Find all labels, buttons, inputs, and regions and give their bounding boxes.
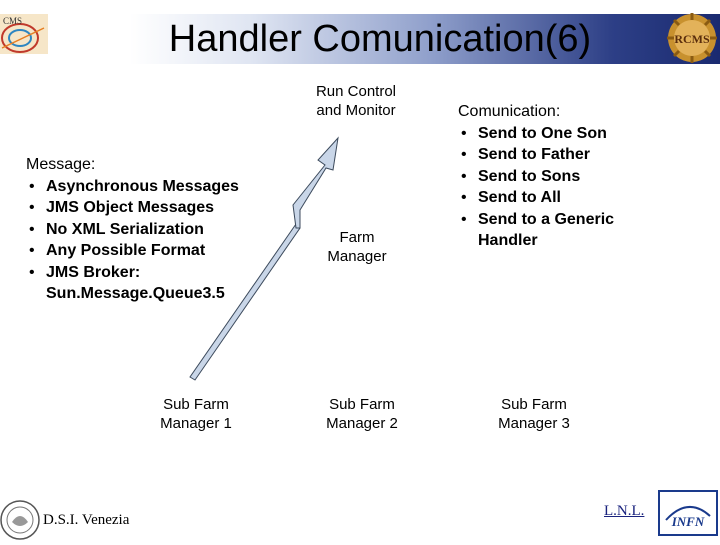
university-seal-logo	[0, 492, 44, 540]
header-band	[0, 14, 720, 64]
communication-item: Send to One Son	[458, 123, 658, 145]
communication-heading: Comunication:	[458, 103, 561, 120]
message-item: Any Possible Format	[26, 240, 286, 262]
communication-item: Send to Father	[458, 144, 658, 166]
node-sub-farm-2: Sub Farm Manager 2	[306, 395, 418, 437]
cms-logo: CMS	[0, 14, 48, 54]
communication-block: Comunication: Send to One Son Send to Fa…	[458, 101, 658, 252]
node-sub-farm-1: Sub Farm Manager 1	[140, 395, 252, 437]
node-sub-farm-3: Sub Farm Manager 3	[478, 395, 590, 437]
message-item: Asynchronous Messages	[26, 176, 286, 198]
message-item: JMS Object Messages	[26, 197, 286, 219]
footer-left-text: D.S.I. Venezia	[43, 512, 130, 528]
infn-logo: INFN	[658, 490, 718, 536]
message-heading: Message:	[26, 156, 96, 173]
rcms-logo-text: RCMS	[674, 32, 710, 46]
arrow-farm-to-runcontrol	[292, 136, 339, 229]
communication-item: Send to All	[458, 187, 658, 209]
message-item: No XML Serialization	[26, 219, 286, 241]
communication-item: Send to a Generic Handler	[458, 209, 638, 252]
message-block: Message: Asynchronous Messages JMS Objec…	[26, 154, 286, 305]
infn-logo-text: INFN	[671, 514, 705, 529]
node-run-control: Run Control and Monitor	[300, 82, 412, 124]
message-item: JMS Broker: Sun.Message.Queue3.5	[26, 262, 266, 305]
communication-item: Send to Sons	[458, 166, 658, 188]
slide-title: Handler Comunication(6)	[168, 18, 592, 60]
node-farm-manager: Farm Manager	[302, 218, 412, 266]
cms-logo-text: CMS	[3, 16, 22, 26]
footer-right-link[interactable]: L.N.L.	[604, 503, 645, 519]
rcms-logo: RCMS	[666, 12, 718, 64]
